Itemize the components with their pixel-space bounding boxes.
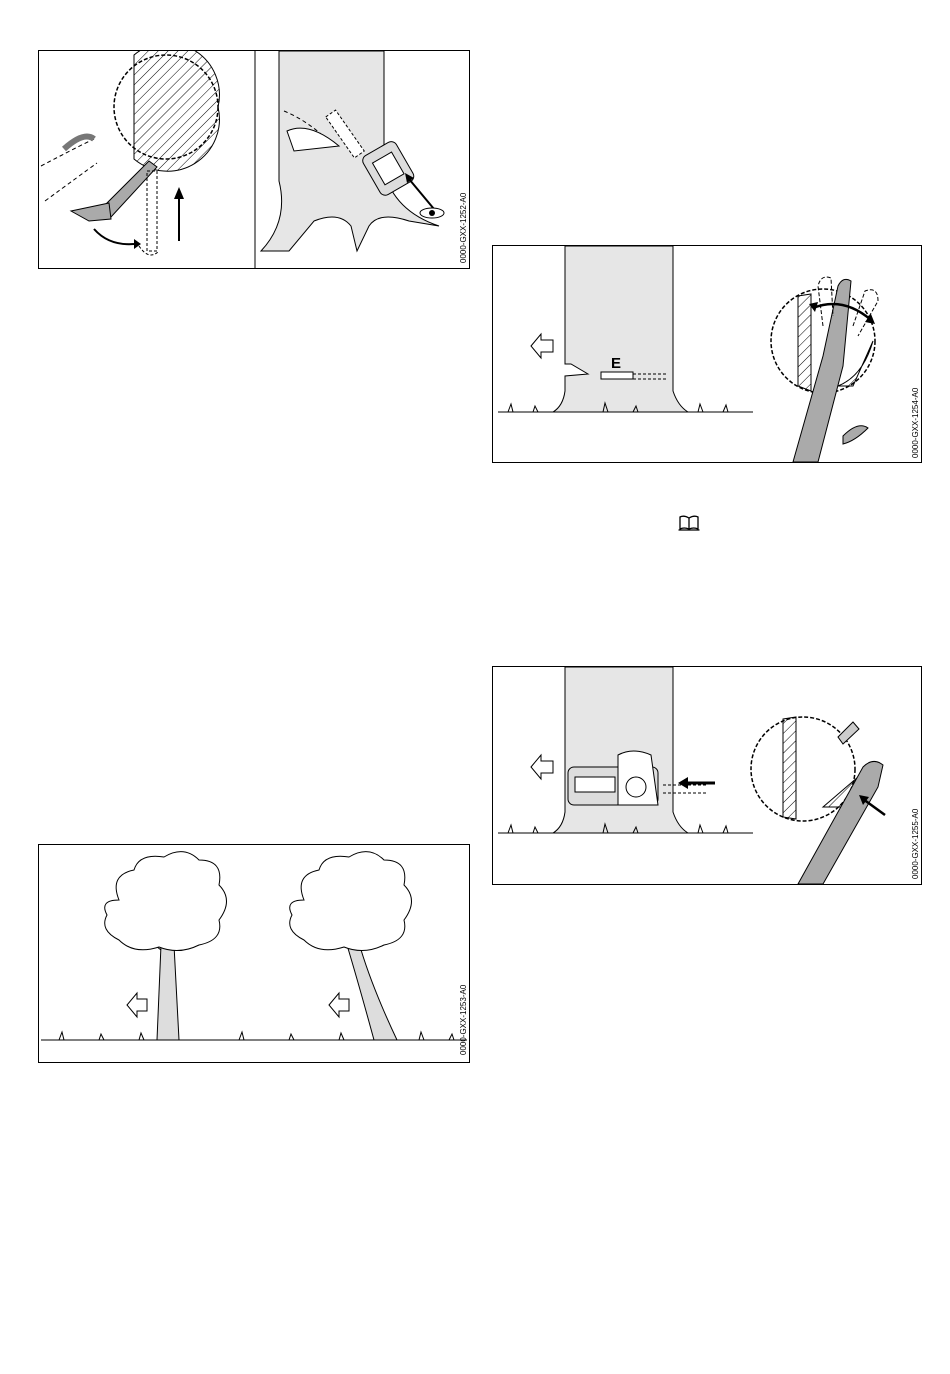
- tree-icon: [105, 852, 227, 1040]
- right-panel: [261, 51, 444, 251]
- book-icon: [678, 515, 700, 531]
- figure-1255: 0000-GXX-1255-A0: [492, 666, 922, 885]
- figure-1253: 0000-GXX-1253-A0: [38, 844, 470, 1063]
- label-e: E: [611, 355, 621, 372]
- felling-direction-arrow-icon: [531, 755, 553, 779]
- figure-1254-drawing: E: [493, 246, 921, 462]
- figure-1255-drawing: [493, 667, 921, 884]
- figure-code: 0000-GXX-1254-A0: [911, 388, 920, 458]
- chainsaw-bar-icon: [71, 161, 157, 221]
- felling-direction-arrow-icon: [127, 993, 147, 1017]
- felling-direction-arrow-icon: [531, 334, 553, 358]
- felling-direction-arrow-icon: [329, 993, 349, 1017]
- figure-1252-drawing: [39, 51, 469, 268]
- figure-1252: 0000-GXX-1252-A0: [38, 50, 470, 269]
- figure-1254: E 0000-GXX-1254-A0: [492, 245, 922, 463]
- figure-code: 0000-GXX-1253-A0: [459, 985, 468, 1055]
- tree-icon: [290, 852, 412, 1040]
- figure-code: 0000-GXX-1255-A0: [911, 809, 920, 879]
- figure-1253-drawing: [39, 845, 469, 1062]
- push-arrow-icon: [678, 777, 715, 789]
- figure-code: 0000-GXX-1252-A0: [459, 193, 468, 263]
- tree-trunk-icon: [553, 246, 688, 412]
- curved-arrow-icon: [94, 229, 134, 244]
- left-panel: [41, 51, 219, 255]
- eye-icon: [420, 208, 444, 218]
- arrow-up-icon: [174, 187, 184, 241]
